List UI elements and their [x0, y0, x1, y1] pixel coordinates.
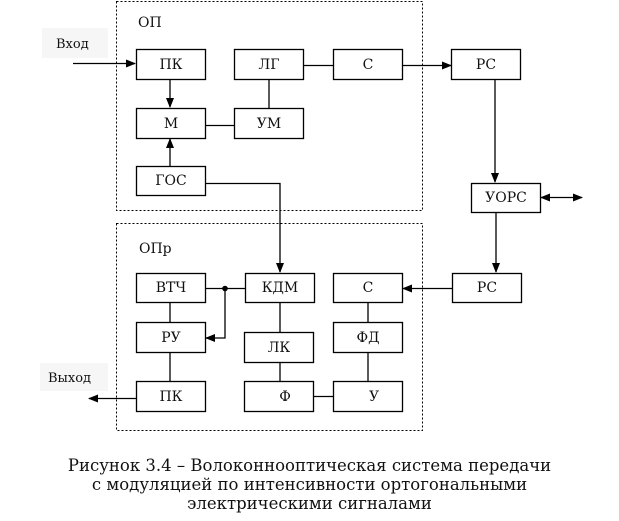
block-rx-u-label: У	[369, 389, 379, 405]
block-rx-fd: ФД	[332, 321, 404, 354]
transmitter-group-label: ОП	[138, 15, 162, 31]
caption-line-1: Рисунок 3.4 – Волоконнооптическая систем…	[67, 456, 552, 475]
block-rx-ru-label: РУ	[161, 330, 181, 346]
block-tx-m-label: М	[164, 116, 178, 132]
caption-line-3: электрическими сигналами	[187, 494, 432, 513]
block-tx-gos: ГОС	[135, 165, 207, 197]
block-rx-ru: РУ	[135, 321, 207, 354]
block-rx-kdm: КДМ	[244, 272, 316, 304]
output-label-bg	[40, 363, 108, 391]
junction-to-ru-arrow	[205, 288, 226, 342]
block-tx-c: С	[332, 48, 404, 81]
block-rx-pk-label: ПК	[159, 389, 182, 405]
block-tx-m: М	[135, 107, 207, 140]
block-rx-u: У	[332, 380, 404, 413]
block-rs-bottom: РС	[451, 272, 523, 304]
block-rx-vtch-label: ВТЧ	[156, 280, 187, 296]
block-tx-lg: ЛГ	[233, 48, 305, 81]
block-rs-top-label: РС	[476, 57, 496, 73]
block-uors: УОРС	[470, 182, 542, 214]
figure-caption: Рисунок 3.4 – Волоконнооптическая систем…	[0, 456, 619, 513]
block-rx-kdm-label: КДМ	[262, 280, 299, 296]
block-tx-pk-label: ПК	[159, 57, 182, 73]
transmitter-group-frame	[116, 1, 423, 211]
block-tx-gos-label: ГОС	[155, 173, 186, 189]
block-rx-c: С	[332, 272, 404, 304]
block-tx-pk: ПК	[135, 48, 207, 81]
block-tx-c-label: С	[363, 57, 374, 73]
block-rx-fd-label: ФД	[356, 330, 379, 346]
block-rx-lk: ЛК	[243, 331, 315, 364]
receiver-group-frame	[116, 223, 423, 431]
gos-to-kdm-arrow	[205, 182, 284, 273]
receiver-group-label: ОПр	[139, 241, 172, 257]
block-uors-label: УОРС	[485, 190, 527, 206]
block-rs-bottom-label: РС	[477, 280, 497, 296]
block-rs-top: РС	[450, 48, 522, 81]
input-label-bg	[42, 28, 108, 58]
output-label: Выход	[48, 371, 91, 386]
block-rx-pk: ПК	[135, 380, 207, 413]
block-rx-c-label: С	[363, 280, 374, 296]
block-rx-vtch: ВТЧ	[135, 272, 207, 304]
block-rx-lk-label: ЛК	[268, 340, 291, 356]
input-label: Вход	[56, 37, 89, 52]
block-tx-um-label: УМ	[257, 116, 281, 132]
caption-line-2: с модуляцией по интенсивности ортогональ…	[91, 475, 528, 494]
block-rx-f-label: Ф	[279, 389, 291, 405]
block-rx-f: Ф	[243, 380, 315, 413]
block-tx-lg-label: ЛГ	[259, 57, 280, 73]
block-tx-um: УМ	[233, 107, 305, 140]
